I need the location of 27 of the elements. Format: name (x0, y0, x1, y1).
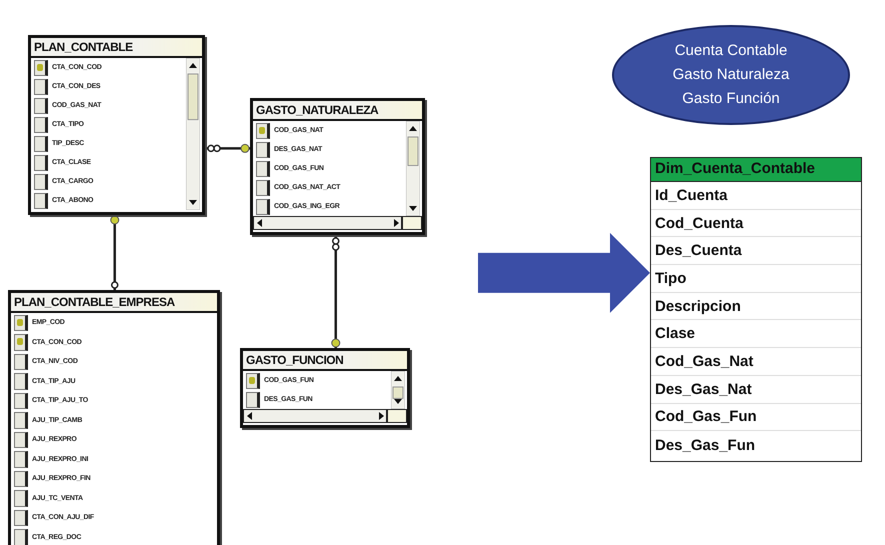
ellipse-text: Gasto Naturaleza (672, 65, 790, 85)
block-arrow (478, 232, 650, 313)
table-box (28, 35, 205, 215)
field-name: Cod_Gas_Fun (655, 408, 757, 426)
ellipse-text: Gasto Función (682, 89, 780, 109)
field-name: Descripcion (655, 298, 741, 315)
table-title: GASTO_FUNCION (243, 351, 407, 371)
table-title: GASTO_NATURALEZA (253, 101, 422, 121)
field-name: Des_Gas_Fun (655, 436, 756, 454)
table-box (250, 98, 425, 235)
table-title: PLAN_CONTABLE_EMPRESA (11, 293, 217, 313)
relationship-line (205, 144, 250, 153)
field-name: Des_Cuenta (655, 242, 742, 260)
table-box (240, 348, 410, 428)
field-name: Clase (655, 325, 696, 342)
relationship-line (331, 235, 340, 348)
relationship-line (110, 215, 120, 290)
dimension-table (650, 157, 862, 462)
field-name: Cod_Gas_Nat (655, 352, 754, 370)
field-name: Cod_Cuenta (655, 214, 744, 232)
table-title: PLAN_CONTABLE (31, 38, 202, 58)
ellipse-text: Cuenta Contable (674, 41, 788, 61)
field-name: Id_Cuenta (655, 186, 728, 204)
table-title: Dim_Cuenta_Contable (651, 158, 861, 182)
table-box (8, 290, 220, 545)
field-name: Tipo (655, 270, 686, 287)
field-name: Des_Gas_Nat (655, 380, 752, 398)
